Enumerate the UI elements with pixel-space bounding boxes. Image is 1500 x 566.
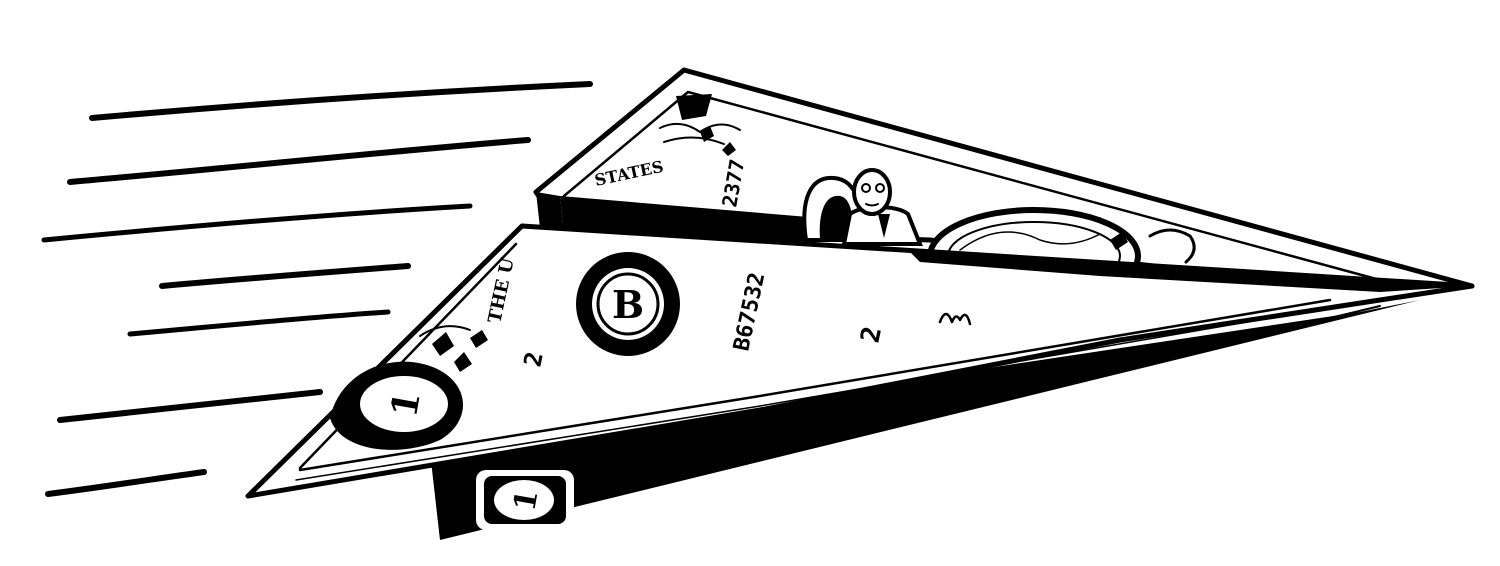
left-denomination: 2 — [518, 349, 548, 369]
signature-scribble — [938, 312, 972, 326]
keel-denomination-emblem: 1 — [476, 470, 574, 530]
seal-letter: B — [612, 282, 644, 327]
pilot-figure — [841, 168, 923, 246]
plane-keel: 1 — [430, 300, 1420, 540]
lower-corner-ornament: 1 — [330, 325, 488, 450]
speed-line — [67, 137, 531, 185]
plane-lower-wing: 1 B THE U 2 B67532 2 — [245, 223, 1475, 499]
speed-line — [127, 309, 391, 337]
speed-lines — [41, 81, 593, 497]
speed-line — [41, 203, 473, 243]
speed-line — [45, 469, 207, 497]
treasury-seal: B — [576, 252, 680, 356]
speed-line — [57, 389, 323, 423]
upper-corner-ornament — [659, 94, 741, 156]
speed-line — [159, 263, 411, 289]
mid-denomination: 2 — [856, 324, 889, 346]
speed-line — [89, 81, 593, 121]
